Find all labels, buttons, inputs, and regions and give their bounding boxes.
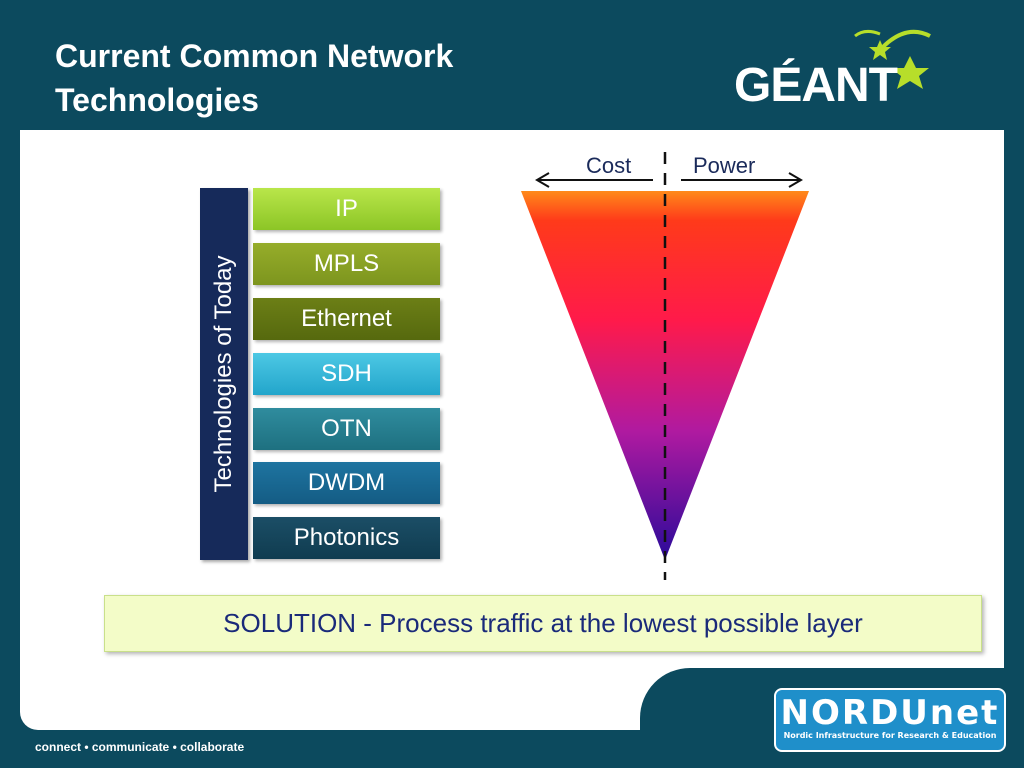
- title-line-2: Technologies: [55, 82, 259, 118]
- power-label: Power: [693, 153, 756, 178]
- layer-ip: IP: [253, 188, 440, 230]
- nordunet-logo-text: NORDUnet: [780, 693, 1000, 733]
- layer-sdh: SDH: [253, 353, 440, 395]
- title-line-1: Current Common Network: [55, 38, 454, 74]
- power-arrow: [681, 172, 803, 188]
- technologies-bar: Technologies of Today: [200, 188, 248, 560]
- star-icon: [854, 29, 931, 89]
- cost-label: Cost: [586, 153, 632, 178]
- layer-otn: OTN: [253, 408, 440, 450]
- cost-arrow: [535, 172, 653, 188]
- header-bar: [30, 0, 1000, 130]
- nordunet-logo: NORDUnet Nordic Infrastructure for Resea…: [774, 688, 1006, 752]
- layer-dwdm: DWDM: [253, 462, 440, 504]
- cost-power-triangle: [521, 152, 809, 580]
- geant-logo-text: GÉANT: [734, 59, 898, 112]
- layer-ethernet: Ethernet: [253, 298, 440, 340]
- nordunet-tagline: Nordic Infrastructure for Research & Edu…: [783, 731, 997, 740]
- triangle-shape: [521, 191, 809, 560]
- page-title: Current Common Network Technologies: [55, 34, 575, 122]
- geant-logo: GÉANT: [730, 28, 960, 118]
- layer-photonics: Photonics: [253, 517, 440, 559]
- solution-box: SOLUTION - Process traffic at the lowest…: [104, 595, 982, 652]
- layer-mpls: MPLS: [253, 243, 440, 285]
- technologies-label: Technologies of Today: [210, 255, 237, 493]
- footer-tagline: connect • communicate • collaborate: [35, 740, 245, 754]
